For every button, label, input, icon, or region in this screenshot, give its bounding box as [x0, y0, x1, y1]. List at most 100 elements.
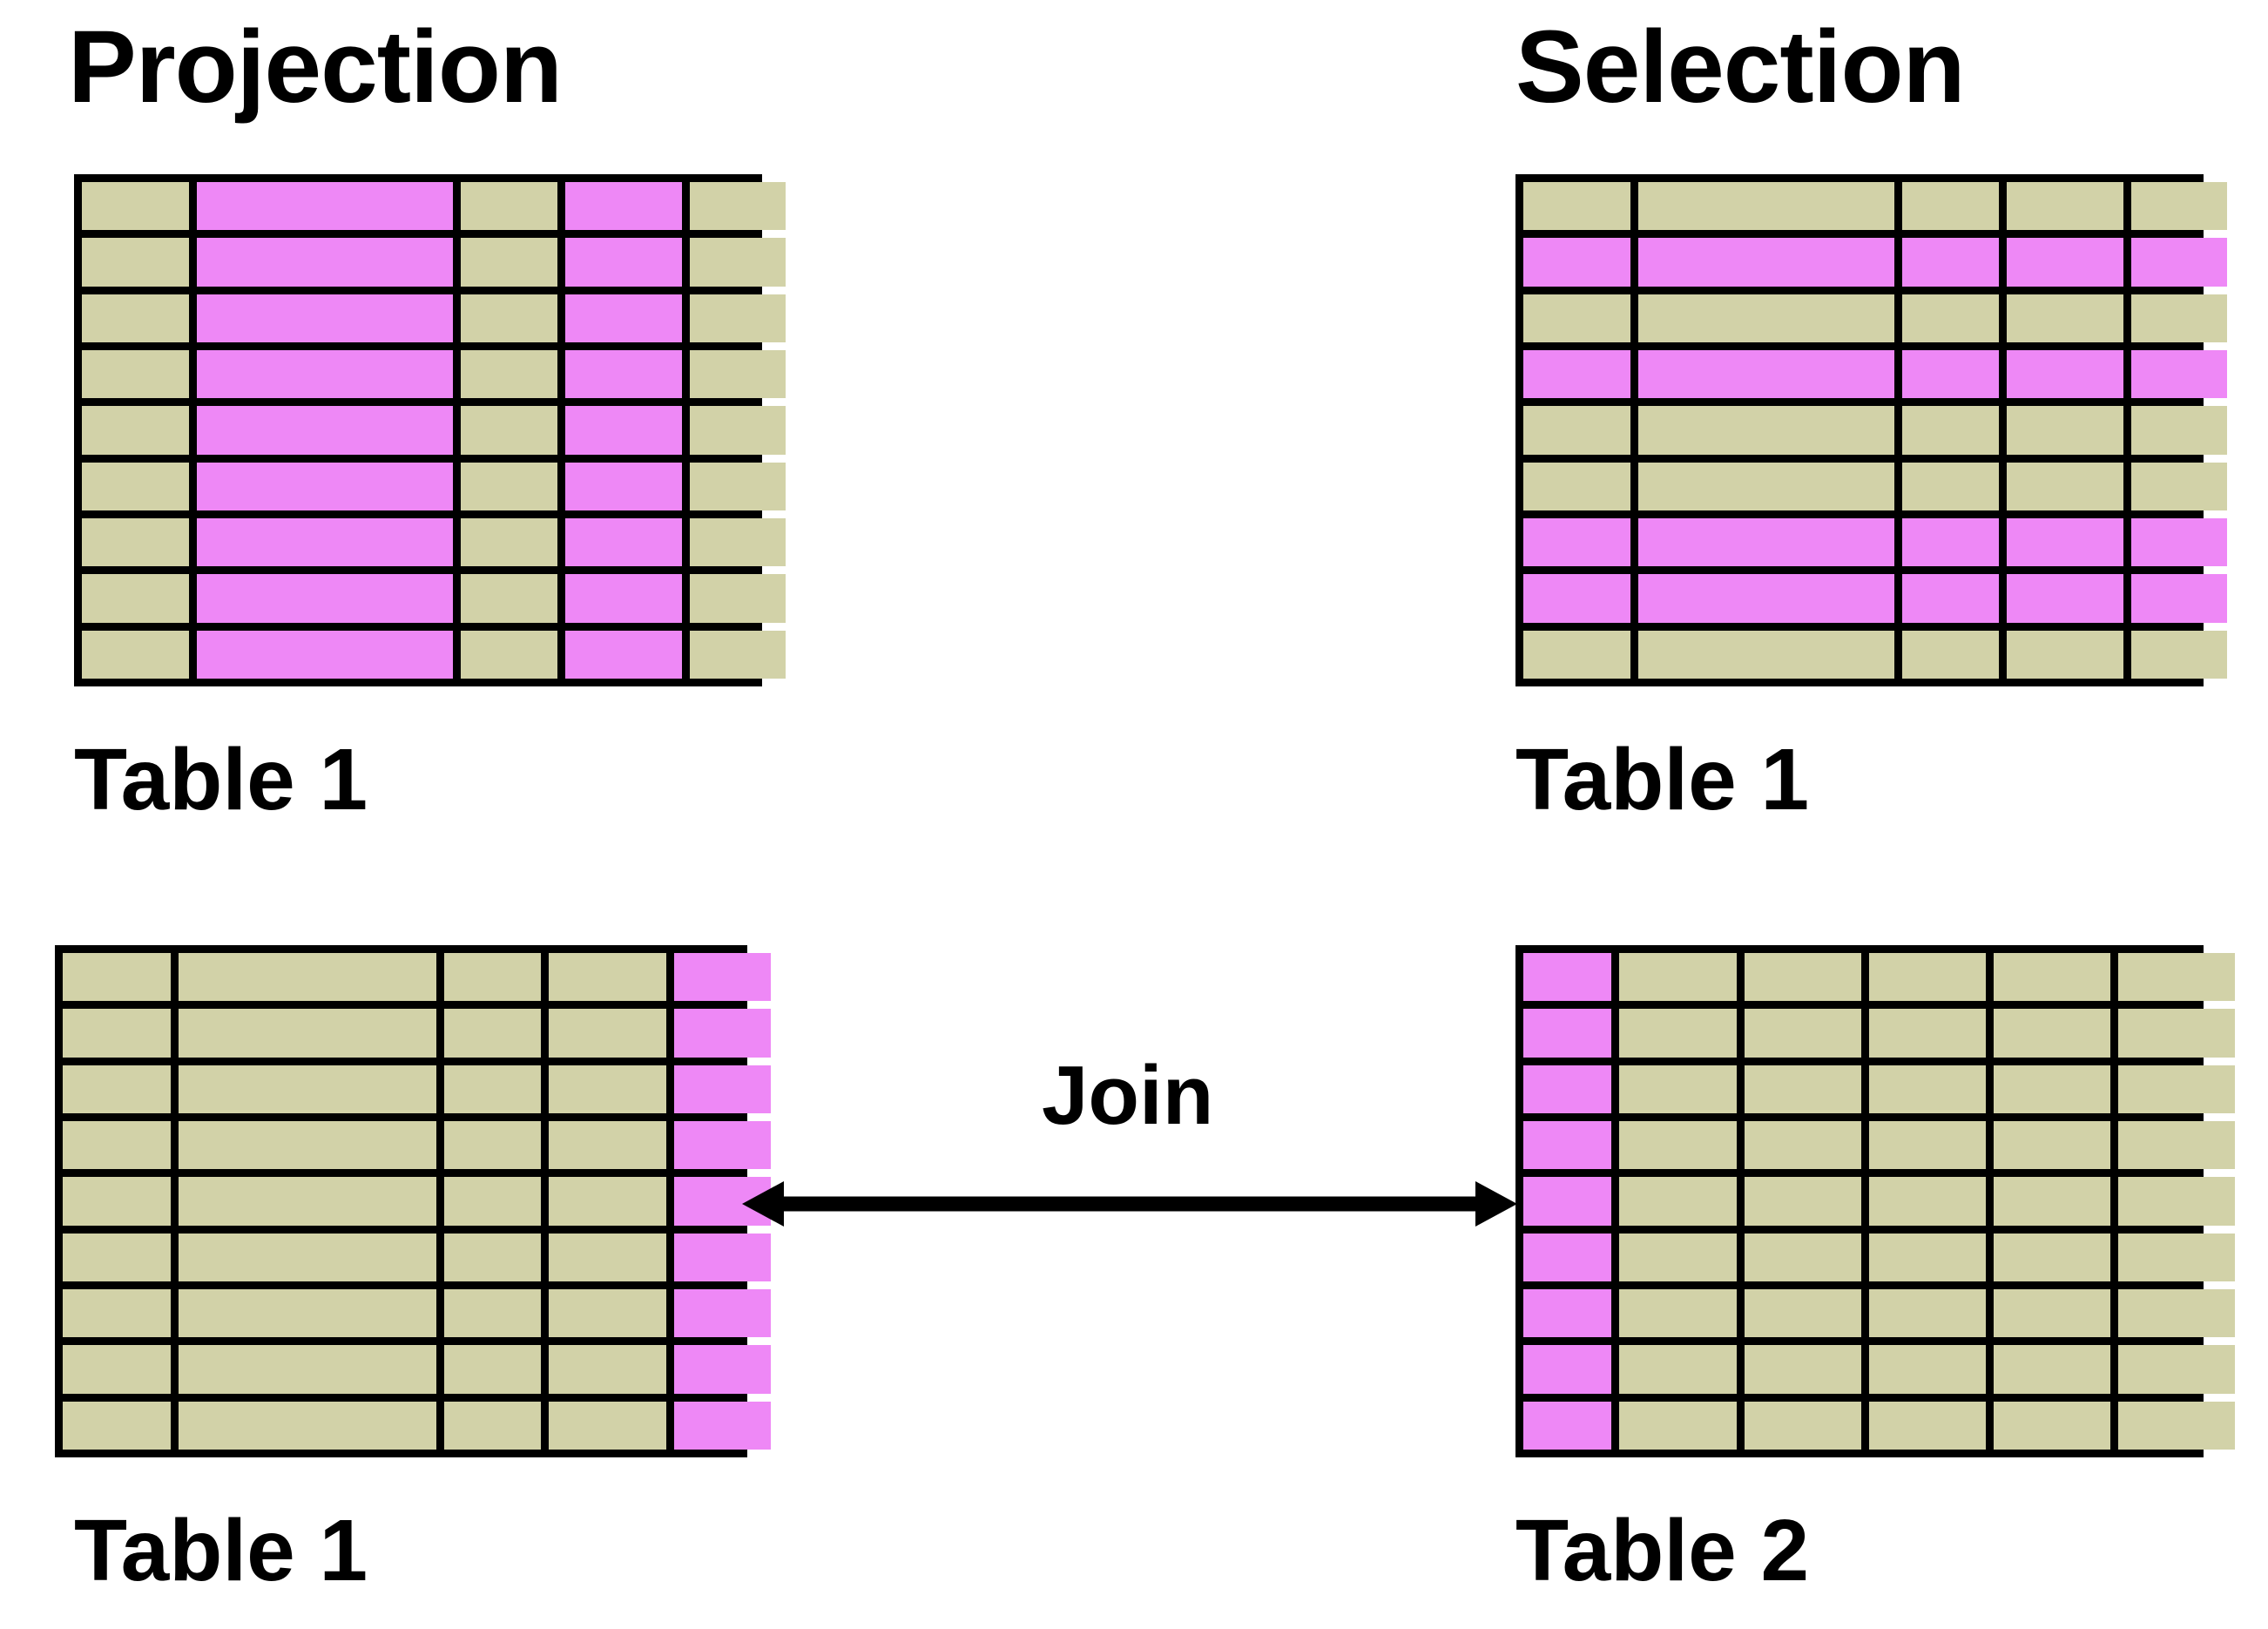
join-left-cell	[549, 953, 666, 1002]
selection-cell	[1523, 462, 1630, 510]
projection-cell-highlighted	[564, 630, 682, 679]
projection-cell	[461, 294, 557, 342]
join-right-row	[1523, 1288, 2235, 1338]
projection-cell	[82, 182, 189, 231]
join-left-cell-highlighted	[673, 1009, 771, 1058]
join-left-cell	[63, 1345, 171, 1394]
join-right-cell	[1993, 1177, 2110, 1226]
join-right-cell	[1619, 1120, 1737, 1170]
projection-cell	[461, 406, 557, 455]
selection-cell-highlighted	[2006, 349, 2123, 399]
join-right-cell	[1744, 1009, 1861, 1058]
join-right-cell	[2117, 1233, 2235, 1281]
join-right-cell	[1619, 1288, 1737, 1338]
join-right-cell	[2117, 1345, 2235, 1394]
projection-cell-highlighted	[564, 574, 682, 623]
selection-title: Selection	[1515, 10, 1966, 125]
selection-row	[1523, 630, 2227, 679]
projection-cell	[689, 462, 786, 510]
join-left-cell	[549, 1065, 666, 1113]
projection-cell	[461, 238, 557, 287]
join-left-cell	[178, 1401, 437, 1450]
join-right-cell	[1744, 1401, 1861, 1450]
selection-cell	[1523, 630, 1630, 679]
join-left-cell	[63, 1288, 171, 1338]
selection-cell	[2130, 294, 2227, 342]
join-right-row	[1523, 1345, 2235, 1394]
join-right-cell	[1993, 1401, 2110, 1450]
selection-row	[1523, 517, 2227, 567]
join-left-cell	[63, 1120, 171, 1170]
projection-cell	[689, 294, 786, 342]
projection-row	[82, 182, 786, 231]
join-right-cell	[1868, 1233, 1986, 1281]
join-right-cell	[1868, 1177, 1986, 1226]
selection-row	[1523, 238, 2227, 287]
join-right-caption: Table 2	[1515, 1502, 1810, 1599]
projection-cell-highlighted	[196, 294, 454, 342]
selection-caption: Table 1	[1515, 731, 1810, 828]
selection-cell-highlighted	[1902, 517, 1999, 567]
join-left-cell	[444, 1233, 542, 1281]
join-right-cell-highlighted	[1523, 1401, 1612, 1450]
join-right-cell	[1744, 953, 1861, 1002]
join-right-cell	[1868, 953, 1986, 1002]
selection-cell	[2006, 294, 2123, 342]
join-left-cell	[178, 1345, 437, 1394]
join-right-cell-highlighted	[1523, 1288, 1612, 1338]
selection-cell	[1523, 294, 1630, 342]
projection-cell	[461, 630, 557, 679]
selection-row	[1523, 294, 2227, 342]
projection-row	[82, 517, 786, 567]
join-left-row	[63, 1065, 771, 1113]
join-right-cell	[1993, 1120, 2110, 1170]
join-left-cell	[63, 953, 171, 1002]
projection-cell	[461, 349, 557, 399]
projection-cell	[461, 574, 557, 623]
selection-table	[1515, 174, 2227, 686]
join-left-cell-highlighted	[673, 1120, 771, 1170]
join-right-cell	[2117, 1288, 2235, 1338]
projection-cell	[461, 182, 557, 231]
selection-cell-highlighted	[2130, 574, 2227, 623]
join-right-row	[1523, 1009, 2235, 1058]
join-right-cell	[2117, 953, 2235, 1002]
projection-table	[74, 174, 786, 686]
join-left-caption: Table 1	[74, 1502, 368, 1599]
projection-cell	[461, 517, 557, 567]
join-left-cell	[444, 1401, 542, 1450]
selection-cell-highlighted	[1637, 517, 1895, 567]
join-left-cell	[178, 1009, 437, 1058]
join-right-cell	[1993, 1288, 2110, 1338]
selection-cell-highlighted	[1637, 574, 1895, 623]
join-right-cell	[1619, 1009, 1737, 1058]
join-left-cell	[178, 1120, 437, 1170]
selection-cell	[1902, 630, 1999, 679]
projection-cell-highlighted	[564, 349, 682, 399]
projection-title: Projection	[68, 10, 563, 125]
projection-cell-highlighted	[196, 349, 454, 399]
join-left-cell	[178, 1177, 437, 1226]
join-left-row	[63, 953, 771, 1002]
selection-cell	[2006, 182, 2123, 231]
join-left-cell	[178, 1233, 437, 1281]
selection-cell	[1902, 182, 1999, 231]
join-left-cell	[444, 1120, 542, 1170]
join-left-cell	[549, 1233, 666, 1281]
join-left-cell-highlighted	[673, 1345, 771, 1394]
join-right-cell	[2117, 1009, 2235, 1058]
join-right-cell	[1993, 1233, 2110, 1281]
join-right-cell	[1868, 1120, 1986, 1170]
join-right-cell	[1868, 1288, 1986, 1338]
projection-cell	[689, 238, 786, 287]
join-right-cell	[1993, 953, 2110, 1002]
selection-cell	[2006, 462, 2123, 510]
projection-cell	[689, 630, 786, 679]
join-left-cell	[444, 1177, 542, 1226]
join-left-cell	[178, 1065, 437, 1113]
join-left-table	[55, 945, 771, 1457]
projection-cell-highlighted	[564, 406, 682, 455]
join-left-row	[63, 1345, 771, 1394]
join-label: Join	[1042, 1049, 1214, 1142]
